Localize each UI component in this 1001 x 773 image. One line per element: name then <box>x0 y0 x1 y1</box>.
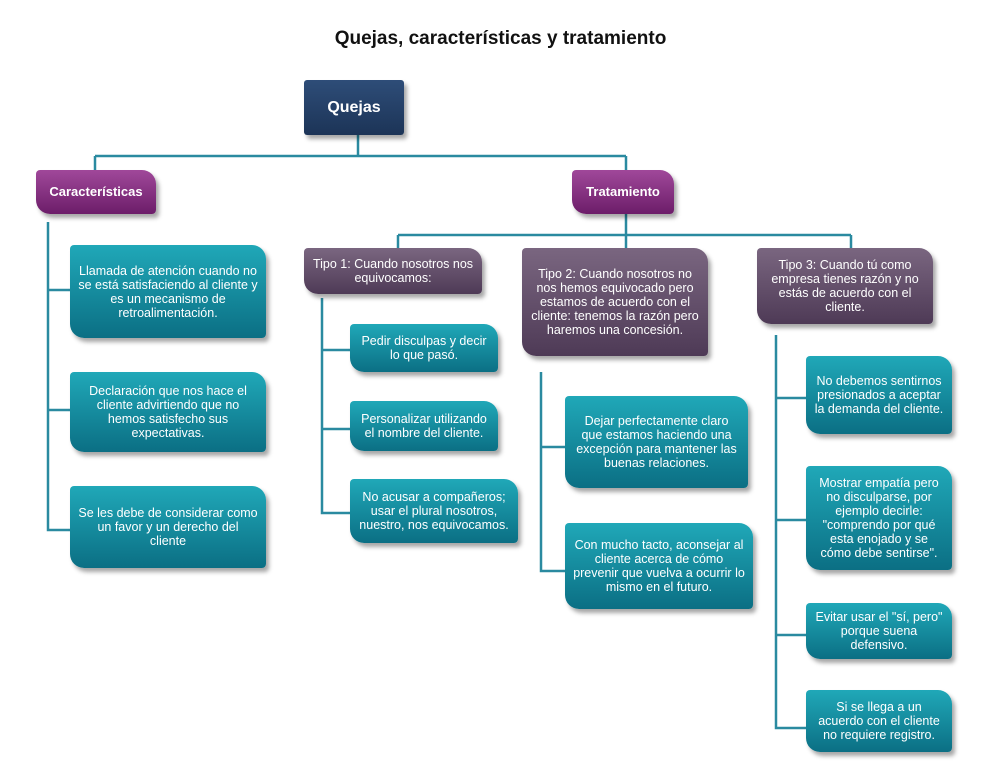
tipo-2-label: Tipo 2: Cuando nosotros no nos hemos equ… <box>531 267 699 337</box>
tipo-3-item-text: Evitar usar el "sí, pero" porque suena d… <box>815 610 943 652</box>
tipo-3-item-text: Mostrar empatía pero no disculparse, por… <box>819 476 939 560</box>
tipo-3-item-1: No debemos sentirnos presionados a acept… <box>806 356 952 434</box>
caracteristicas-node: Características <box>36 170 156 214</box>
tipo-2-node: Tipo 2: Cuando nosotros no nos hemos equ… <box>522 248 708 356</box>
root-label: Quejas <box>327 98 381 116</box>
caracteristica-item-text: Se les debe de considerar como un favor … <box>78 506 258 548</box>
tipo-1-label: Tipo 1: Cuando nosotros nos equivocamos: <box>312 257 474 285</box>
tipo-3-label: Tipo 3: Cuando tú como empresa tienes ra… <box>771 258 919 314</box>
caracteristica-item-2: Declaración que nos hace el cliente advi… <box>70 372 266 452</box>
tipo-3-item-3: Evitar usar el "sí, pero" porque suena d… <box>806 603 952 659</box>
tratamiento-label: Tratamiento <box>586 184 660 199</box>
caracteristicas-label: Características <box>49 184 143 199</box>
caracteristica-item-text: Declaración que nos hace el cliente advi… <box>89 384 247 440</box>
tipo-1-item-text: Pedir disculpas y decir lo que pasó. <box>361 334 487 362</box>
tipo-3-item-text: No debemos sentirnos presionados a acept… <box>814 374 944 416</box>
tipo-1-node: Tipo 1: Cuando nosotros nos equivocamos: <box>304 248 482 294</box>
tipo-1-item-3: No acusar a compañeros; usar el plural n… <box>350 479 518 543</box>
tipo-1-item-text: Personalizar utilizando el nombre del cl… <box>361 412 487 440</box>
tipo-3-item-4: Si se llega a un acuerdo con el cliente … <box>806 690 952 752</box>
tipo-2-item-2: Con mucho tacto, aconsejar al cliente ac… <box>565 523 753 609</box>
diagram-title: Quejas, características y tratamiento <box>334 28 667 49</box>
tipo-2-item-1: Dejar perfectamente claro que estamos ha… <box>565 396 748 488</box>
tipo-3-item-text: Si se llega a un acuerdo con el cliente … <box>818 700 940 742</box>
caracteristica-item-1: Llamada de atención cuando no se está sa… <box>70 245 266 338</box>
tratamiento-node: Tratamiento <box>572 170 674 214</box>
tipo-3-item-2: Mostrar empatía pero no disculparse, por… <box>806 466 952 570</box>
root-node: Quejas <box>304 80 404 135</box>
connector-t2-spine <box>539 372 565 573</box>
tipo-2-item-text: Dejar perfectamente claro que estamos ha… <box>576 414 737 470</box>
tipo-2-item-text: Con mucho tacto, aconsejar al cliente ac… <box>573 538 745 594</box>
tipo-1-item-2: Personalizar utilizando el nombre del cl… <box>350 401 498 451</box>
tipo-1-item-text: No acusar a compañeros; usar el plural n… <box>359 490 509 532</box>
tipo-3-node: Tipo 3: Cuando tú como empresa tienes ra… <box>757 248 933 324</box>
caracteristica-item-text: Llamada de atención cuando no se está sa… <box>78 263 258 320</box>
connector-car-spine <box>46 222 70 532</box>
connector-t3-spine <box>774 335 806 730</box>
tipo-1-item-1: Pedir disculpas y decir lo que pasó. <box>350 324 498 372</box>
caracteristica-item-3: Se les debe de considerar como un favor … <box>70 486 266 568</box>
connector-t1-spine <box>320 298 350 515</box>
